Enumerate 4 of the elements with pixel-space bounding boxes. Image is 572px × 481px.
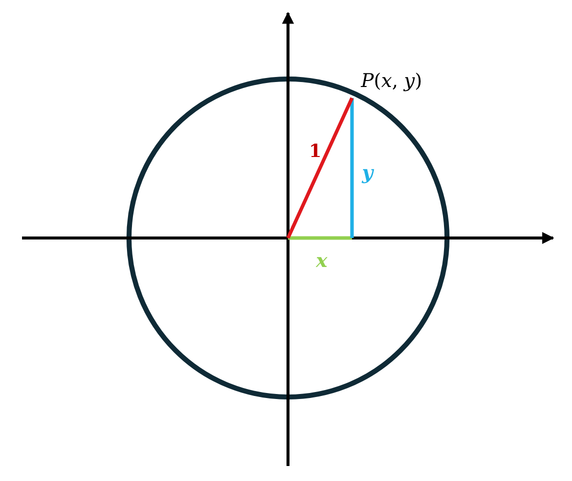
x-label: x xyxy=(316,252,328,271)
radius-label: 1 xyxy=(309,143,322,161)
y-label: y xyxy=(362,164,374,183)
point-label: P(x, y) xyxy=(361,72,422,91)
